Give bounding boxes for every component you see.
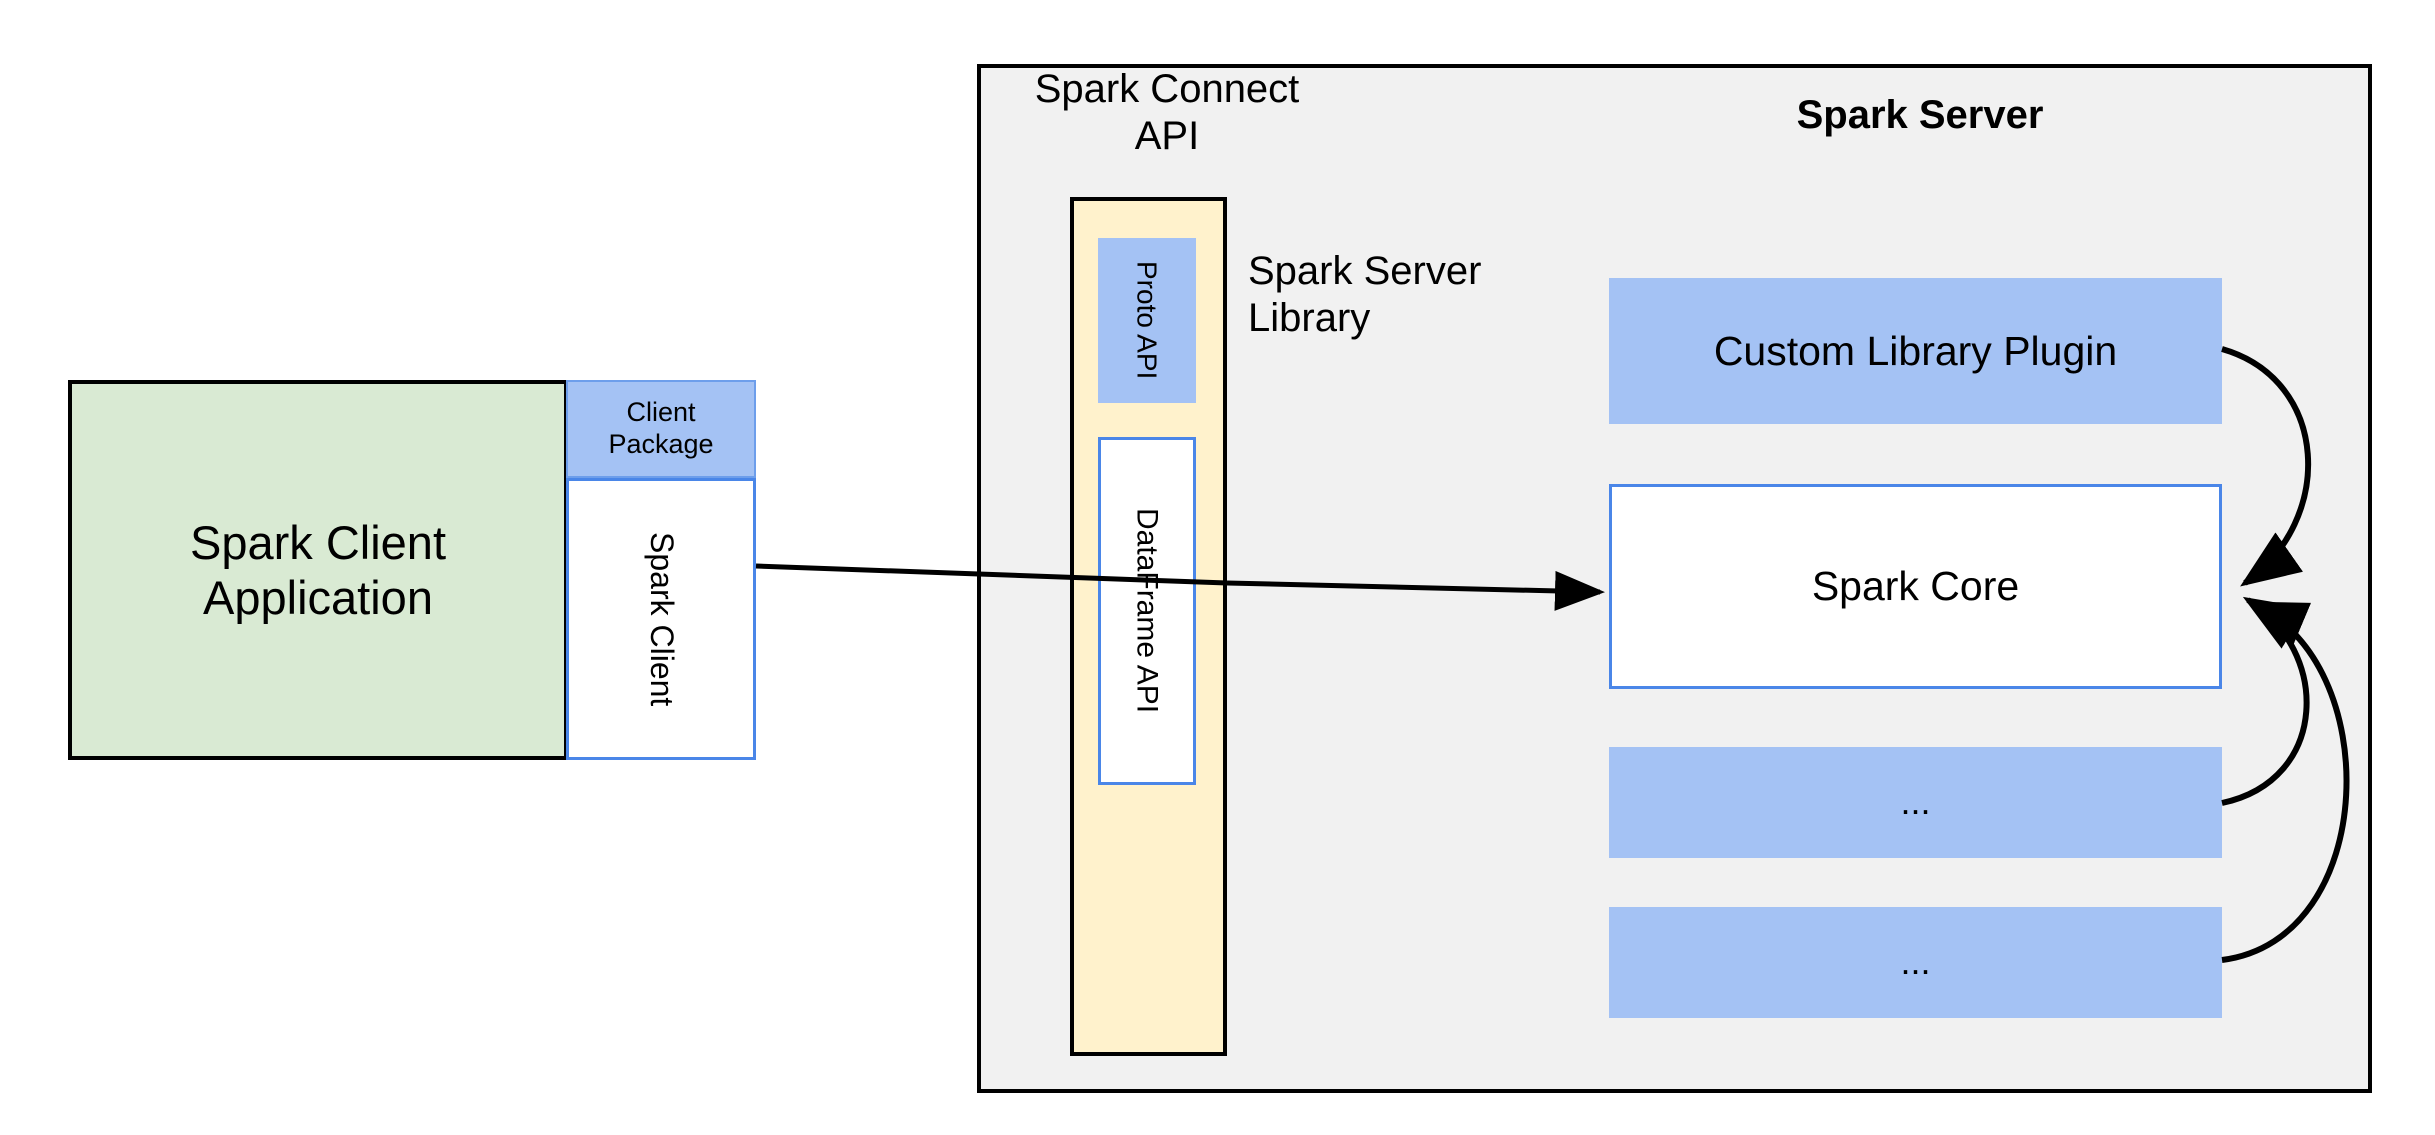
spark-connect-api-label-line2: API	[1134, 114, 1200, 159]
spark-connect-api-label-line1: Spark Connect	[1034, 67, 1300, 111]
client-package-line2: Package	[608, 429, 714, 459]
spark-client-application-line1: Spark Client	[190, 515, 446, 569]
proto-api-label: Proto API	[1131, 261, 1163, 380]
dataframe-api-label: DataFrame API	[1130, 508, 1164, 714]
spark-client-box[interactable]: Spark Client	[566, 478, 756, 760]
dataframe-api-box[interactable]: DataFrame API	[1098, 437, 1196, 785]
client-package-line1: Client	[626, 397, 696, 428]
spark-client-application-box[interactable]: Spark Client Application	[68, 380, 568, 760]
spark-client-application-line2: Application	[203, 571, 433, 624]
spark-server-library-label-line2: Library	[1248, 296, 1371, 341]
client-package-box[interactable]: Client Package	[566, 380, 756, 478]
spark-connect-api-label: Spark Connect API	[1022, 66, 1312, 176]
spark-server-library-label: Spark Server Library	[1248, 248, 1578, 360]
proto-api-box[interactable]: Proto API	[1098, 238, 1196, 403]
ellipsis-box-one[interactable]: ...	[1609, 747, 2222, 858]
custom-library-plugin-box[interactable]: Custom Library Plugin	[1609, 278, 2222, 424]
ellipsis-box-two[interactable]: ...	[1609, 907, 2222, 1018]
spark-core-box[interactable]: Spark Core	[1609, 484, 2222, 689]
spark-server-library-label-line1: Spark Server	[1248, 249, 1482, 293]
spark-client-label: Spark Client	[643, 531, 680, 707]
spark-server-title: Spark Server	[1796, 93, 2044, 138]
